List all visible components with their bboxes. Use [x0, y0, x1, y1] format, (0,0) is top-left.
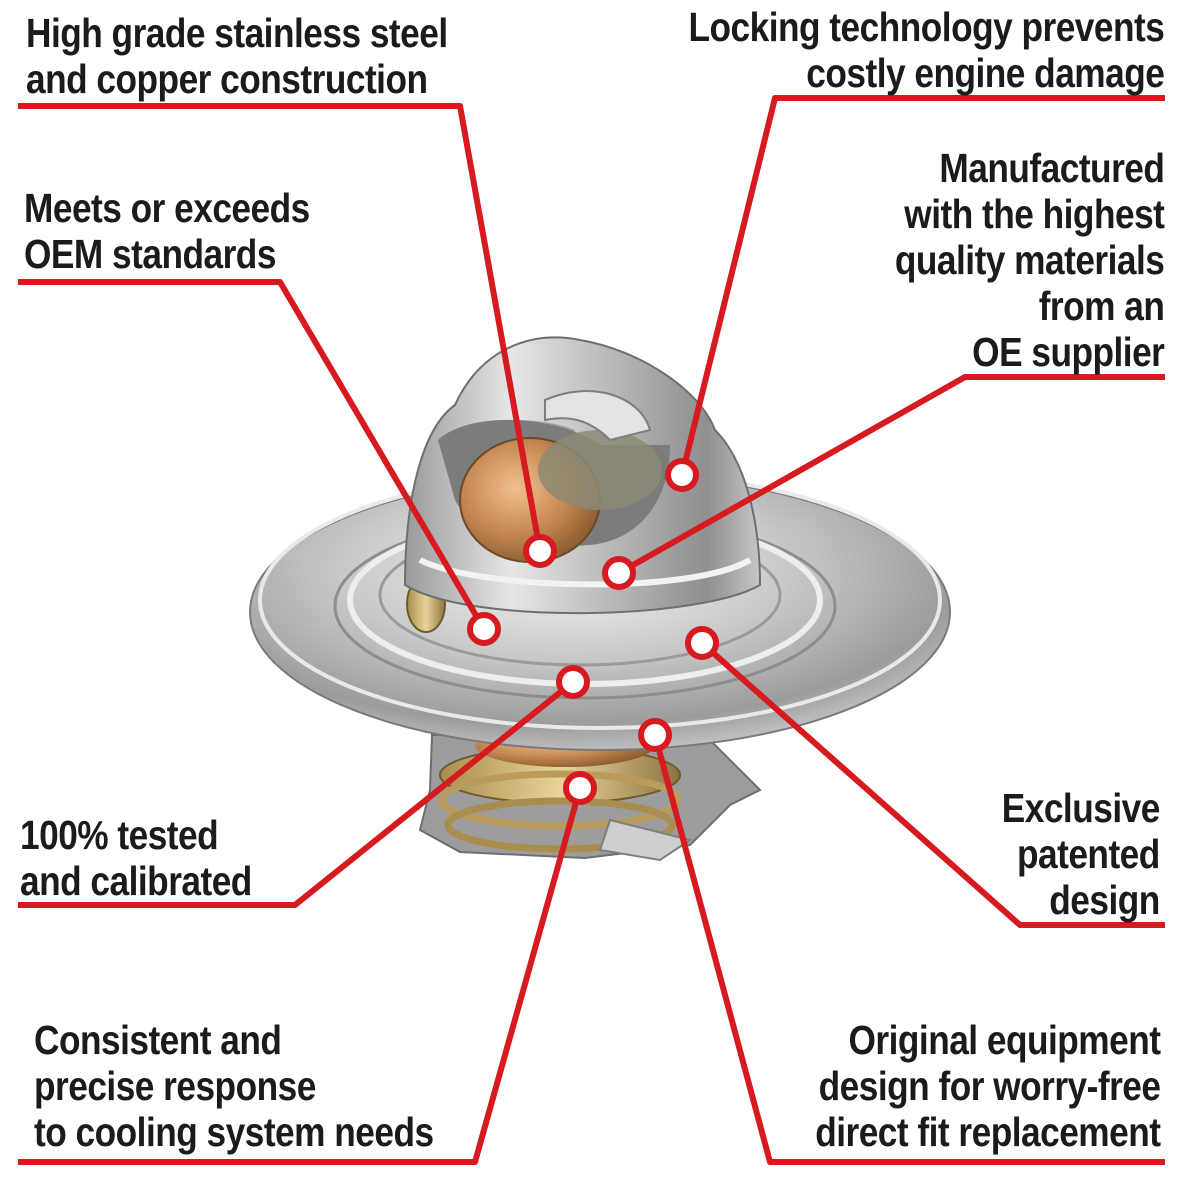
- leader-line-stainless-steel: [18, 103, 543, 552]
- marker-dot-precise-response: [563, 771, 597, 805]
- callout-locking-technology: Locking technology prevents costly engin…: [688, 4, 1164, 96]
- leader-line-tested-calibrated: [18, 679, 575, 908]
- callout-precise-response: Consistent and precise response to cooli…: [34, 1017, 434, 1155]
- callout-stainless-steel: High grade stainless steel and copper co…: [26, 10, 448, 102]
- marker-dot-patented-design: [685, 626, 719, 660]
- marker-dot-direct-fit: [638, 718, 672, 752]
- leader-line-locking-technology: [679, 95, 1165, 476]
- leader-lines: [18, 95, 1165, 1165]
- callout-direct-fit: Original equipment design for worry-free…: [814, 1017, 1161, 1155]
- marker-dot-oem-standards: [467, 612, 501, 646]
- leader-line-oem-standards: [18, 279, 487, 631]
- callout-quality-materials: Manufactured with the highest quality ma…: [894, 145, 1164, 375]
- callout-patented-design: Exclusive patented design: [1001, 785, 1161, 923]
- leader-line-precise-response: [18, 787, 583, 1165]
- marker-dot-quality-materials: [602, 556, 636, 590]
- callout-tested-calibrated: 100% tested and calibrated: [20, 812, 252, 904]
- marker-dot-locking-technology: [665, 458, 699, 492]
- leader-line-quality-materials: [617, 374, 1165, 576]
- marker-dot-tested-calibrated: [556, 665, 590, 699]
- marker-dots: [467, 458, 719, 805]
- leader-line-direct-fit: [652, 734, 1165, 1165]
- callout-oem-standards: Meets or exceeds OEM standards: [24, 185, 310, 277]
- marker-dot-stainless-steel: [523, 534, 557, 568]
- leader-line-patented-design: [700, 640, 1165, 928]
